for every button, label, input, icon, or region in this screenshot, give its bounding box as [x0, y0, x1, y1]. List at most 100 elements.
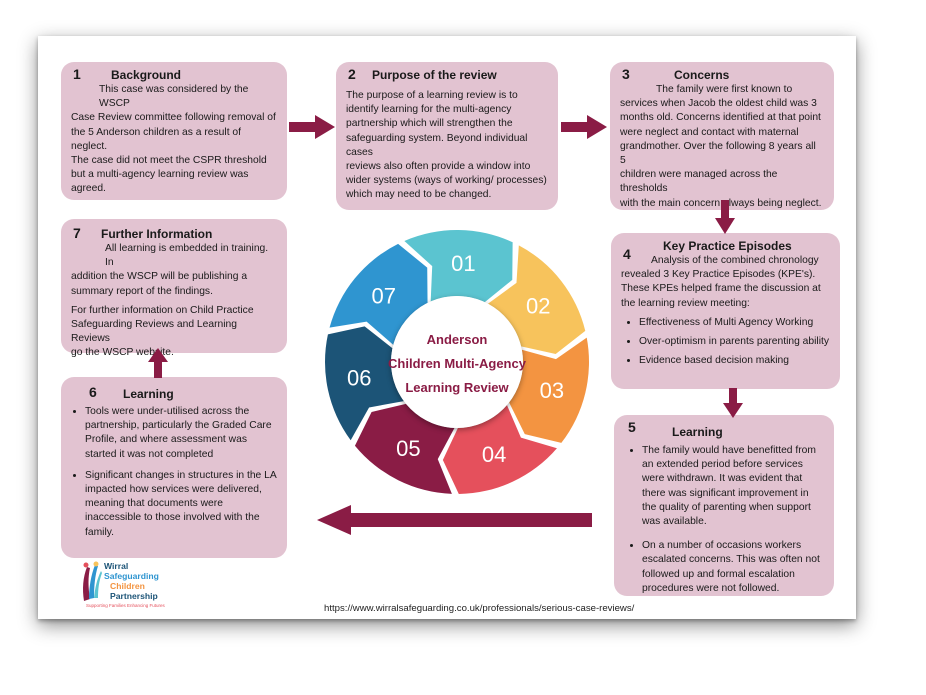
box-text: For further information on Child Practic… — [71, 304, 277, 361]
box-title: Background — [111, 68, 182, 82]
box-further-information: 7 Further Information All learning is em… — [61, 219, 287, 358]
box-title: Concerns — [674, 68, 730, 82]
wheel-segment-label: 04 — [482, 442, 506, 467]
text-line: The purpose of a learning review is to — [346, 90, 518, 101]
text-line: grandmother. Over the following 8 years … — [620, 140, 816, 167]
list-item: On a number of occasions workers escalat… — [642, 539, 824, 596]
hands-logo-icon — [83, 561, 102, 601]
wheel-segment-label: 03 — [540, 378, 564, 403]
learning-list: The family would have benefitted from an… — [624, 444, 824, 596]
box-text: The family were first known to — [656, 83, 824, 97]
arrow-down-3-to-4 — [715, 200, 735, 234]
box-title: Purpose of the review — [372, 68, 497, 82]
step-number: 2 — [348, 66, 356, 82]
box-learning-6: 6 Learning Tools were under-utilised acr… — [61, 377, 287, 558]
process-wheel: 01 02 03 04 05 06 07 Anderson Children Multi-A… — [325, 230, 590, 494]
box-title: Learning — [123, 387, 174, 401]
wscp-logo: Wirral Safeguarding Children Partnership… — [80, 559, 172, 611]
text-line: For further information on Child Practic… — [71, 304, 254, 316]
learning-list: Tools were under-utilised across the par… — [71, 405, 277, 540]
list-item: Effectiveness of Multi Agency Working — [639, 316, 830, 330]
logo-line: Children — [110, 581, 145, 591]
wheel-center-circle — [391, 296, 523, 428]
wheel-segment-06 — [325, 326, 404, 441]
list-item: Tools were under-utilised across the par… — [85, 405, 277, 462]
text-line: the learning review meeting: — [621, 297, 750, 309]
wheel-segment-label: 07 — [372, 283, 396, 308]
box-text: This case was considered by the WSCP — [99, 83, 277, 111]
box-text: The purpose of a learning review is to i… — [346, 89, 548, 203]
box-title: Key Practice Episodes — [663, 239, 792, 253]
wheel-center-line-1: Anderson — [427, 332, 488, 347]
text-line: go the WSCP website. — [71, 347, 174, 359]
text-line: with the main concern always being negle… — [620, 197, 822, 209]
text-line: The family were first known to — [656, 84, 793, 95]
box-text: All learning is embedded in training. In — [105, 242, 277, 270]
text-line: Analysis of the combined chronology — [651, 255, 819, 266]
text-line: revealed 3 Key Practice Episodes (KPE's)… — [621, 269, 816, 281]
step-number: 4 — [623, 246, 631, 262]
logo-line: Partnership — [110, 591, 158, 601]
text-line: addition the WSCP will be publishing a — [71, 271, 248, 283]
logo-line: Wirral — [104, 561, 129, 571]
text-line: The case did not meet the CSPR threshold — [71, 155, 267, 167]
wheel-segment-label: 01 — [451, 251, 475, 276]
wheel-segments: 01 02 03 04 05 06 07 — [325, 230, 590, 494]
text-line: children were managed across the thresho… — [620, 169, 778, 195]
kpe-list: Effectiveness of Multi Agency Working Ov… — [621, 316, 830, 369]
wheel-segment-label: 02 — [526, 293, 550, 318]
wheel-segment-label: 06 — [347, 366, 371, 391]
list-item: Evidence based decision making — [639, 354, 830, 368]
step-number: 6 — [89, 384, 97, 400]
text-line: but a multi-agency learning review was a… — [71, 169, 249, 195]
text-line: services when Jacob the oldest child was… — [620, 98, 817, 110]
box-text: Analysis of the combined chronology — [651, 254, 830, 268]
box-purpose: 2 Purpose of the review The purpose of a… — [336, 62, 558, 210]
arrow-right-2-to-3 — [561, 115, 607, 139]
text-line: Case Review committee following removal … — [71, 112, 276, 124]
text-line: wider systems (ways of working/ processe… — [346, 175, 547, 187]
text-line: Safeguarding Reviews and Learning Review… — [71, 319, 238, 345]
wheel-segment-07 — [329, 243, 428, 345]
wheel-segment-04 — [442, 405, 557, 494]
text-line: reviews also often provide a window into — [346, 161, 531, 173]
text-line: All learning is embedded in training. In — [105, 243, 269, 269]
step-number: 3 — [622, 66, 630, 82]
text-line: These KPEs helped frame the discussion a… — [621, 283, 821, 295]
text-line: the 5 Anderson children as a result of n… — [71, 126, 242, 152]
wheel-center-line-3: Learning Review — [405, 380, 509, 395]
step-number: 1 — [73, 66, 81, 82]
arrow-up-6-to-7 — [148, 348, 168, 378]
arrow-right-1-to-2 — [289, 115, 335, 139]
text-line: This case was considered by the WSCP — [99, 84, 249, 110]
arrow-down-4-to-5 — [723, 388, 743, 418]
arrow-left-5-to-6 — [317, 505, 592, 535]
wheel-segment-label: 05 — [396, 436, 420, 461]
wheel-center-line-2: Children Multi-Agency — [388, 356, 527, 371]
box-title: Further Information — [101, 227, 213, 241]
text-line: partnership which will strengthen the — [346, 118, 513, 130]
infographic-sheet: 1 Background This case was considered by… — [38, 36, 856, 619]
logo-tagline: Supporting Families Enhancing Futures — [86, 603, 165, 608]
text-line: months old. Concerns identified at that … — [620, 112, 821, 124]
box-text: services when Jacob the oldest child was… — [620, 97, 824, 211]
list-item: The family would have benefitted from an… — [642, 444, 824, 529]
box-text: Case Review committee following removal … — [71, 111, 277, 196]
logo-line: Safeguarding — [104, 571, 159, 581]
wheel-segment-02 — [487, 245, 586, 354]
text-line: safeguarding system. Beyond individual c… — [346, 132, 528, 158]
box-text: addition the WSCP will be publishing a s… — [71, 270, 277, 298]
box-text: revealed 3 Key Practice Episodes (KPE's)… — [621, 268, 830, 311]
wheel-segment-05 — [354, 403, 455, 494]
list-item: Over-optimism in parents parenting abili… — [639, 335, 830, 349]
box-concerns: 3 Concerns The family were first known t… — [610, 62, 834, 210]
box-key-practice-episodes: 4 Key Practice Episodes Analysis of the … — [611, 233, 840, 389]
source-url[interactable]: https://www.wirralsafeguarding.co.uk/pro… — [324, 603, 635, 614]
step-number: 5 — [628, 419, 636, 435]
wheel-segment-03 — [509, 337, 590, 443]
text-line: which may need to be changed. — [346, 189, 492, 201]
list-item: Significant changes in structures in the… — [85, 469, 277, 540]
text-line: were neglect and contact with maternal — [620, 126, 799, 138]
wheel-segment-01 — [404, 230, 513, 303]
box-title: Learning — [672, 425, 723, 439]
